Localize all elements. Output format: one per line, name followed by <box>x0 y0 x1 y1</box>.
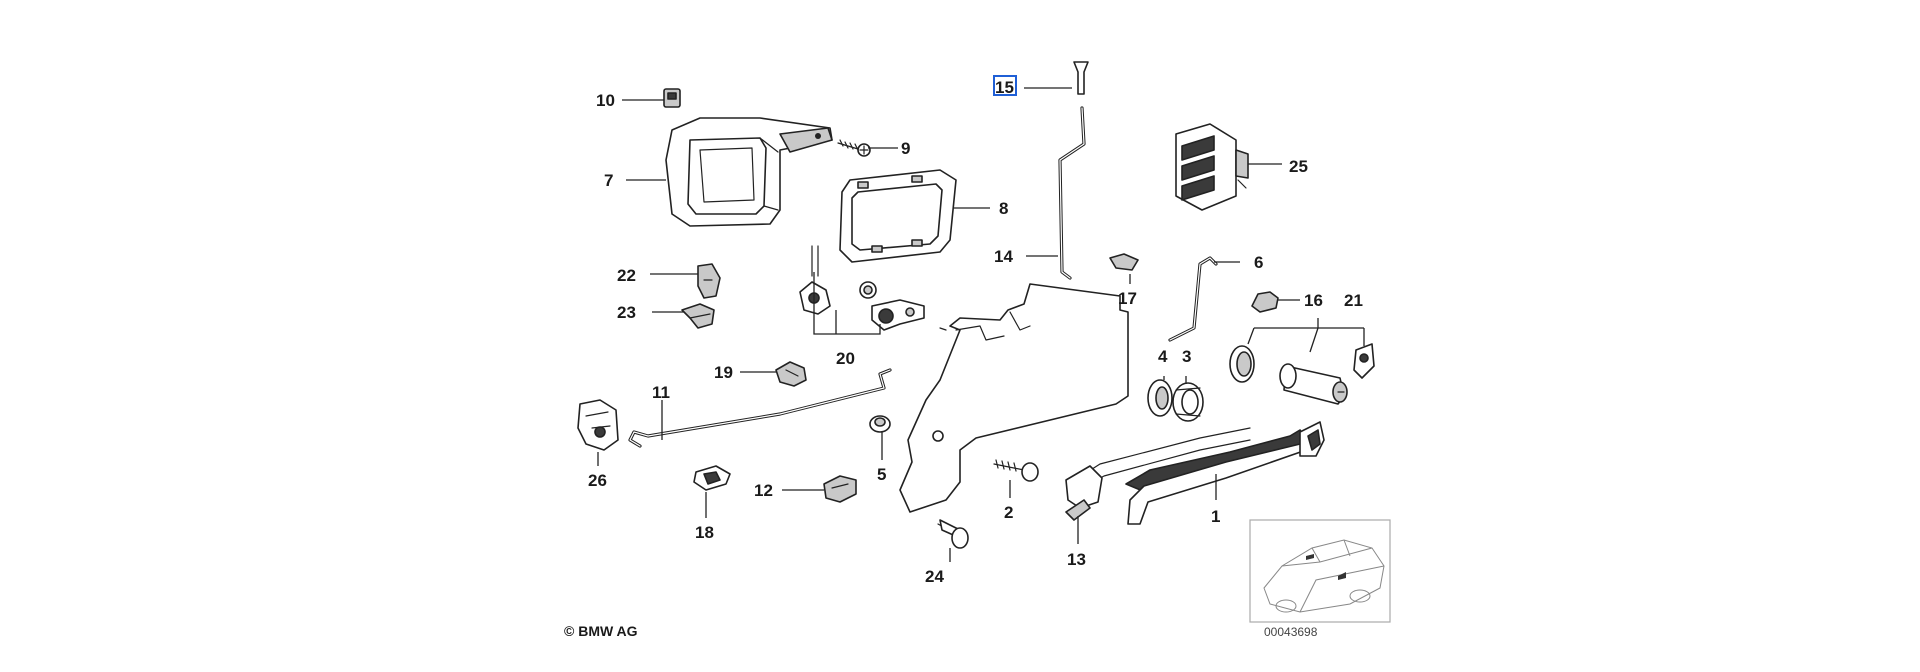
callout-1: 1 <box>1211 507 1220 526</box>
callout-6: 6 <box>1254 253 1263 272</box>
callout-9: 9 <box>901 139 910 158</box>
part-8-trim-frame[interactable] <box>839 169 957 263</box>
leader-lines <box>597 87 1365 562</box>
callout-12: 12 <box>754 481 773 500</box>
part-13-handle-lever[interactable] <box>1065 499 1091 521</box>
callout-4: 4 <box>1158 347 1168 366</box>
part-17-clip[interactable] <box>1109 253 1139 271</box>
part-19-clip[interactable] <box>775 361 807 387</box>
callout-2: 2 <box>1004 503 1013 522</box>
part-10-clip[interactable] <box>663 88 681 108</box>
part-2-screw[interactable] <box>993 459 1039 482</box>
callout-20: 20 <box>836 349 855 368</box>
part-15-lock-button[interactable] <box>1073 61 1089 95</box>
callout-23: 23 <box>617 303 636 322</box>
callout-19: 19 <box>714 363 733 382</box>
part-16-cap[interactable] <box>1251 291 1279 313</box>
part-26-bracket[interactable] <box>577 399 619 451</box>
callout-15[interactable]: 15 <box>995 78 1014 97</box>
lock-mounting-plate[interactable] <box>899 283 1129 513</box>
callout-25: 25 <box>1289 157 1308 176</box>
part-18-clip-nut[interactable] <box>693 465 731 491</box>
diagram-reference-number: 00043698 <box>1264 625 1318 639</box>
part-1-outer-handle[interactable] <box>1065 421 1325 525</box>
callout-13: 13 <box>1067 550 1086 569</box>
callout-3: 3 <box>1182 347 1191 366</box>
callout-5: 5 <box>877 465 886 484</box>
callout-8: 8 <box>999 199 1008 218</box>
part-6-rod[interactable] <box>1168 256 1218 342</box>
callout-22: 22 <box>617 266 636 285</box>
part-23-clip[interactable] <box>681 303 715 329</box>
callout-11: 11 <box>652 383 670 402</box>
copyright-notice: © BMW AG <box>564 623 638 639</box>
callout-16: 16 <box>1304 291 1323 310</box>
callout-24: 24 <box>925 567 944 586</box>
part-12-clip[interactable] <box>823 475 857 503</box>
vehicle-locator-thumbnail <box>1249 519 1391 623</box>
part-4-ring[interactable] <box>1147 379 1173 417</box>
part-14-linkage-rod[interactable] <box>1058 106 1086 280</box>
callout-21: 21 <box>1344 291 1363 310</box>
callout-labels: 10 7 9 8 15 14 6 25 17 16 21 22 23 19 20… <box>588 75 1363 586</box>
callout-17: 17 <box>1118 289 1137 308</box>
callout-18: 18 <box>695 523 714 542</box>
callout-7: 7 <box>604 171 613 190</box>
callout-26: 26 <box>588 471 607 490</box>
part-9-screw[interactable] <box>837 139 871 157</box>
callout-10: 10 <box>596 91 615 110</box>
part-21-lock-cylinder-set[interactable] <box>1229 343 1375 405</box>
part-11-rod[interactable] <box>628 368 892 448</box>
part-24-pin[interactable] <box>937 519 969 549</box>
part-5-bush[interactable] <box>869 415 891 433</box>
part-22-block[interactable] <box>697 263 721 299</box>
selected-callout-highlight <box>993 75 1017 96</box>
part-3-ring[interactable] <box>1172 382 1204 422</box>
callout-14: 14 <box>994 247 1013 266</box>
part-25-actuator[interactable] <box>1175 123 1249 211</box>
part-20-lever-set[interactable] <box>799 245 925 331</box>
part-7-handle-housing[interactable] <box>665 117 833 227</box>
